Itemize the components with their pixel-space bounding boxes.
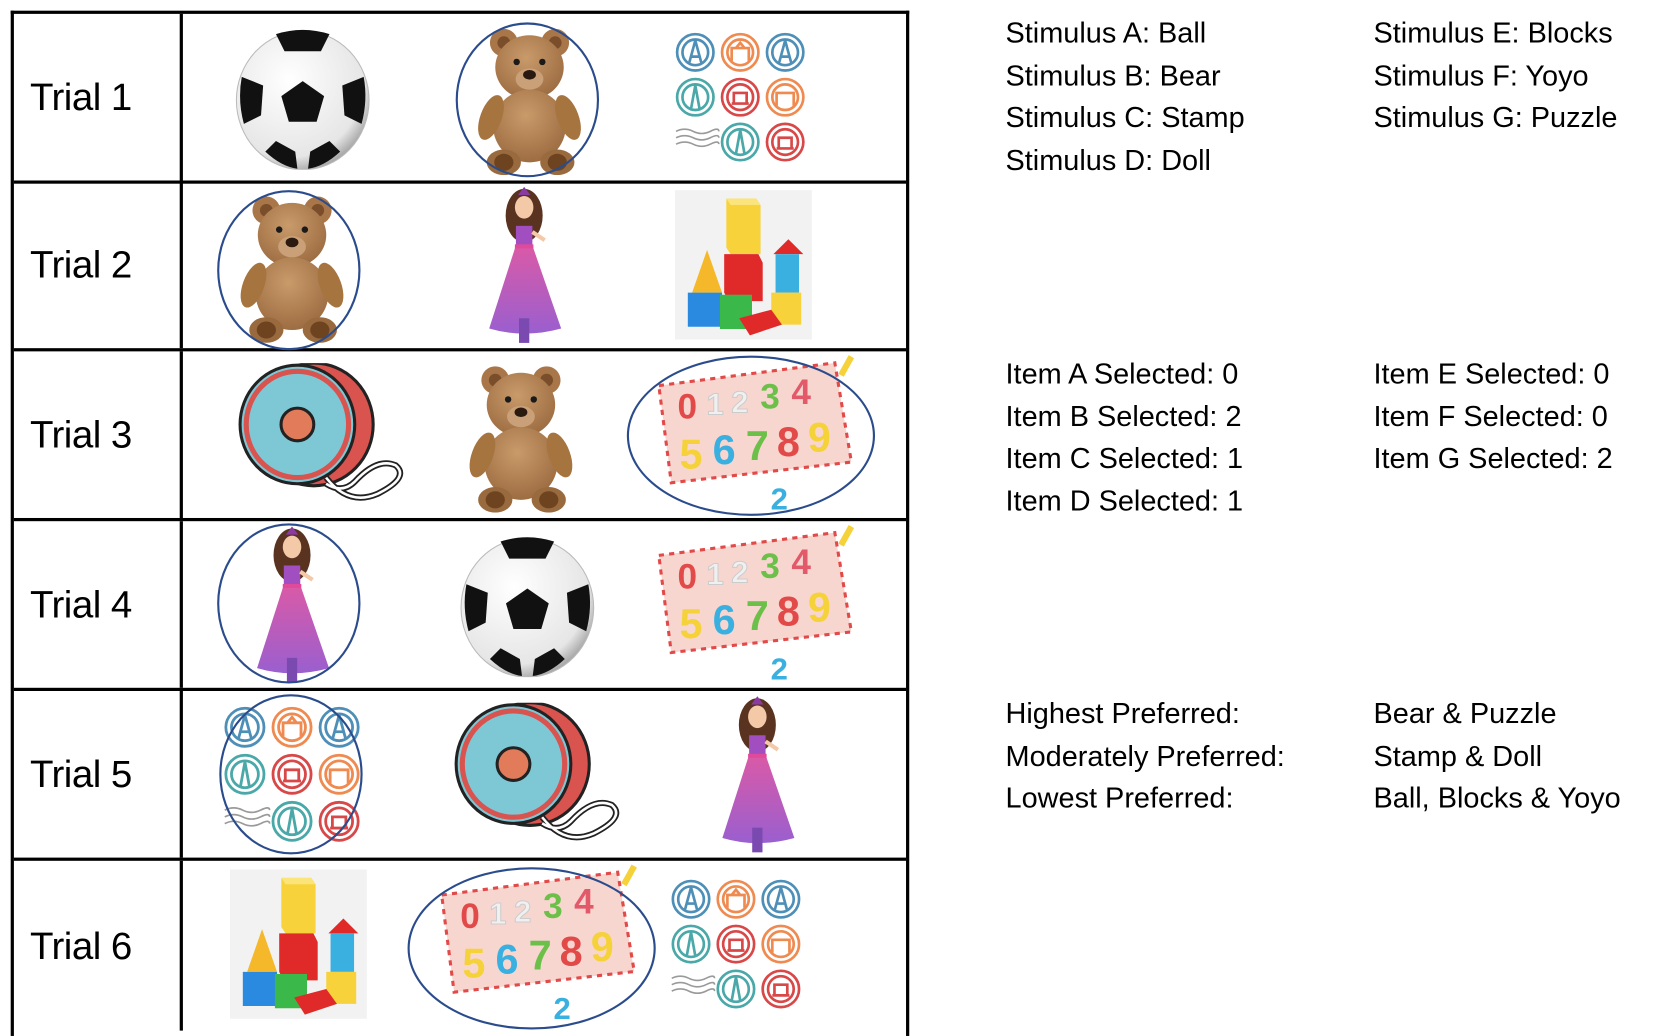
doll-icon: [712, 694, 802, 854]
number-puzzle-icon: [423, 864, 648, 1024]
bear-image: [455, 14, 605, 181]
stimulus-f-label: Stimulus F: Yoyo: [1373, 59, 1589, 92]
doll-image: [449, 182, 599, 349]
item-a-count: Item A Selected: 0: [1005, 357, 1239, 390]
item-d-count: Item D Selected: 1: [1005, 484, 1244, 517]
item-e-count: Item E Selected: 0: [1373, 357, 1610, 390]
doll-icon: [479, 185, 569, 345]
blocks-image: [224, 861, 374, 1028]
selection-counts-col2: Item E Selected: 0 Item F Selected: 0 It…: [1373, 354, 1612, 481]
soccer-ball-icon: [235, 28, 370, 170]
highest-preferred-label: Highest Preferred:: [1005, 697, 1240, 730]
blocks-image: [669, 182, 819, 349]
trial-row-6: Trial 6: [14, 860, 906, 1031]
yoyo-icon: [230, 363, 414, 506]
trial-label: Trial 4: [14, 521, 183, 688]
preference-labels: Highest Preferred: Moderately Preferred:…: [1006, 693, 1285, 820]
stimuli-legend-col2: Stimulus E: Blocks Stimulus F: Yoyo Stim…: [1373, 13, 1617, 140]
item-f-count: Item F Selected: 0: [1373, 399, 1608, 433]
item-b-count: Item B Selected: 2: [1005, 399, 1242, 433]
stimuli-legend-col1: Stimulus A: Ball Stimulus B: Bear Stimul…: [1006, 13, 1245, 182]
puzzle-image: [412, 861, 658, 1028]
preference-values: Bear & Puzzle Stamp & Doll Ball, Blocks …: [1373, 693, 1620, 820]
selection-counts-col1: Item A Selected: 0 Item B Selected: 2 It…: [1006, 354, 1244, 523]
trial-row-5: Trial 5: [13, 690, 907, 861]
stimulus-a-label: Stimulus A: Ball: [1005, 17, 1207, 50]
ball-image: [452, 521, 602, 688]
teddy-bear-icon: [235, 196, 349, 343]
stamp-image: [665, 14, 815, 181]
lowest-preferred-value: Ball, Blocks & Yoyo: [1373, 781, 1621, 814]
trial-label: Trial 2: [14, 181, 183, 349]
trial-label: Trial 5: [14, 690, 183, 858]
stamp-icon: [670, 879, 801, 1009]
stamp-icon: [674, 32, 805, 162]
stimulus-g-label: Stimulus G: Puzzle: [1373, 101, 1618, 134]
trial-row-1: Trial 1: [13, 13, 907, 184]
doll-image: [217, 521, 367, 688]
teddy-bear-icon: [472, 28, 587, 176]
trial-label: Trial 3: [14, 351, 183, 518]
teddy-bear-icon: [464, 366, 578, 513]
bear-image: [217, 182, 367, 349]
stamp-icon: [223, 706, 360, 842]
trial-label: Trial 1: [14, 13, 183, 181]
item-c-count: Item C Selected: 1: [1005, 442, 1244, 475]
number-puzzle-icon: [645, 524, 859, 684]
puzzle-image: [634, 351, 869, 518]
stimulus-d-label: Stimulus D: Doll: [1005, 143, 1211, 176]
doll-icon: [247, 524, 337, 684]
doll-image: [682, 691, 832, 858]
blocks-icon: [229, 869, 367, 1019]
ball-image: [228, 14, 378, 181]
stimulus-c-label: Stimulus C: Stamp: [1005, 101, 1245, 134]
moderately-preferred-value: Stamp & Doll: [1373, 739, 1543, 772]
yoyo-icon: [446, 703, 630, 846]
stimulus-b-label: Stimulus B: Bear: [1005, 59, 1221, 92]
trial-row-3: Trial 3: [13, 351, 907, 522]
trial-row-2: Trial 2: [13, 181, 907, 352]
trial-row-4: Trial 4: [13, 521, 907, 691]
stimulus-e-label: Stimulus E: Blocks: [1373, 17, 1613, 50]
yoyo-image: [226, 351, 419, 518]
blocks-icon: [674, 190, 812, 340]
number-puzzle-icon: [645, 355, 859, 515]
lowest-preferred-label: Lowest Preferred:: [1005, 781, 1234, 814]
stamp-image: [661, 861, 811, 1028]
soccer-ball-icon: [460, 536, 595, 677]
bear-image: [446, 351, 596, 518]
highest-preferred-value: Bear & Puzzle: [1373, 697, 1557, 730]
moderately-preferred-label: Moderately Preferred:: [1005, 739, 1285, 772]
trials-table: Trial 1 Trial 2: [10, 10, 910, 1036]
yoyo-image: [442, 691, 635, 858]
trial-label: Trial 6: [14, 860, 183, 1031]
puzzle-image: [640, 521, 865, 688]
stamp-image: [217, 691, 367, 858]
item-g-count: Item G Selected: 2: [1373, 442, 1613, 475]
